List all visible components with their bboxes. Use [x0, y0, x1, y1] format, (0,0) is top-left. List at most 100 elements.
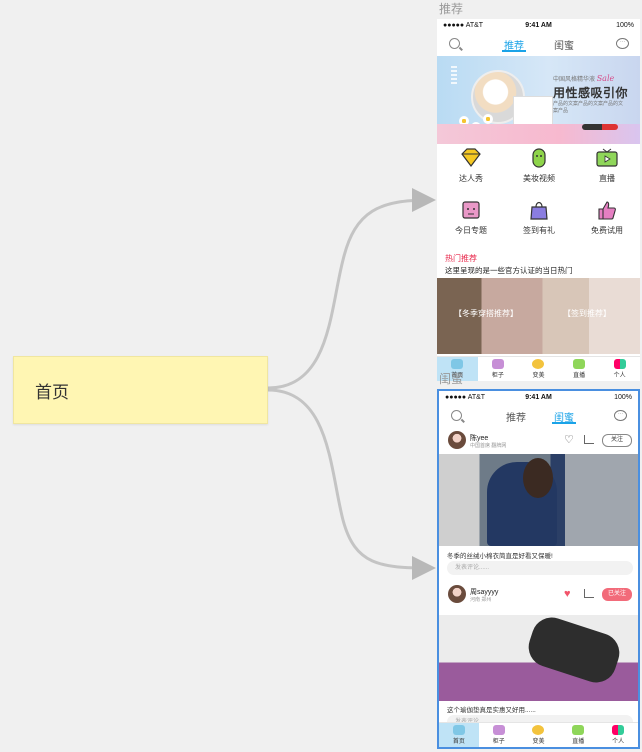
tab-recommend[interactable]: 推荐: [506, 413, 526, 424]
heart-filled-icon[interactable]: ♥: [564, 588, 571, 600]
live-icon: [572, 725, 585, 735]
tabbar-closet[interactable]: 柜子: [479, 723, 519, 747]
tabbar-closet[interactable]: 柜子: [478, 357, 519, 381]
followed-button[interactable]: 已关注: [602, 588, 632, 601]
comment-input[interactable]: 发表评论......: [447, 561, 633, 575]
hot-section-desc: 这里呈现的是一些官方认证的当日热门: [445, 266, 573, 275]
top-nav: 推荐 闺蜜 ···: [437, 33, 640, 55]
screen-friends[interactable]: ●●●●● AT&T 9:41 AM 100% 推荐 闺蜜 ··· 陈yee 中…: [437, 389, 640, 749]
yoga-pose-shape: [523, 615, 625, 688]
search-icon[interactable]: [451, 410, 462, 421]
frame-label-recommend: 推荐: [439, 2, 464, 16]
message-icon[interactable]: ···: [616, 38, 629, 49]
root-node-home[interactable]: 首页: [13, 356, 268, 424]
hot-image-strip[interactable]: 【冬季穿搭推荐】 【签到推荐】: [437, 278, 640, 354]
grid-item-checkin-gift[interactable]: 签到有礼: [505, 199, 573, 236]
grid-label: 签到有礼: [523, 226, 555, 235]
connector-to-friends: [267, 388, 436, 580]
battery-text: 100%: [616, 21, 634, 29]
share-icon[interactable]: [584, 589, 594, 598]
closet-icon: [492, 725, 505, 735]
grid-label: 免费试用: [591, 226, 623, 235]
grid-label: 美妆视频: [523, 174, 555, 183]
tabbar-beauty[interactable]: 变美: [518, 357, 559, 381]
cactus-icon: [526, 147, 552, 169]
post-caption: 冬季的丝绒小棉衣简直是好看又保暖!: [447, 553, 553, 560]
grid-label: 今日专题: [455, 226, 487, 235]
post-user-subtitle: 河南 郑州: [470, 597, 492, 603]
product-box-image: [513, 96, 553, 128]
shopping-bag-icon: [526, 199, 552, 221]
hot-section-title: 热门推荐: [445, 254, 477, 263]
post-username[interactable]: 周sayyyy: [470, 589, 499, 596]
avatar[interactable]: [448, 431, 466, 449]
tabbar-live[interactable]: 直播: [559, 357, 600, 381]
tab-friends[interactable]: 闺蜜: [552, 409, 576, 424]
live-icon: [573, 359, 586, 369]
banner-small-text: 中国风格精华液 Sale: [553, 74, 615, 83]
beauty-icon: [532, 359, 545, 369]
banner-headline: 用性感吸引你: [553, 86, 629, 100]
tabbar-beauty[interactable]: 变美: [519, 723, 559, 747]
grid-item-today-topic[interactable]: 今日专题: [437, 199, 505, 236]
promo-banner[interactable]: 中国风格精华液 Sale 用性感吸引你 产品的文案产品的文案产品的文案产品: [437, 56, 640, 144]
profile-icon: [612, 725, 625, 735]
bottom-tab-bar: 首页 柜子 变美 直播 个人: [437, 356, 640, 381]
avatar[interactable]: [448, 585, 466, 603]
tab-friends[interactable]: 闺蜜: [554, 41, 574, 52]
post-photo[interactable]: [439, 454, 638, 546]
banner-dots: [451, 66, 457, 84]
post-header: 陈yee 中国首席 翻牌网 ♡ 关注: [439, 429, 638, 453]
grid-item-talent-show[interactable]: 达人秀: [437, 147, 505, 184]
grid-label: 达人秀: [459, 174, 483, 183]
post-user-subtitle: 中国首席 翻牌网: [470, 443, 507, 449]
flower-icon: [483, 114, 493, 124]
search-icon[interactable]: [449, 38, 460, 49]
grid-label: 直播: [599, 174, 615, 183]
screen-recommend[interactable]: ●●●●● AT&T 9:41 AM 100% 推荐 闺蜜 ··· 中国风格精华…: [437, 19, 640, 381]
share-icon[interactable]: [584, 435, 594, 444]
heart-outline-icon[interactable]: ♡: [564, 434, 574, 446]
message-icon[interactable]: ···: [614, 410, 627, 421]
tabbar-profile[interactable]: 个人: [598, 723, 638, 747]
flower-icon: [459, 116, 469, 126]
hot-tag-checkin: 【签到推荐】: [563, 309, 611, 318]
tabbar-home[interactable]: 首页: [439, 723, 479, 747]
grid-item-beauty-video[interactable]: 美妆视频: [505, 147, 573, 184]
closet-icon: [491, 359, 504, 369]
bottom-tab-bar: 首页 柜子 变美 直播 个人: [439, 722, 638, 747]
post-header: 周sayyyy 河南 郑州 ♥ 已关注: [439, 583, 638, 607]
beauty-icon: [532, 725, 545, 735]
carrier-text: ●●●●● AT&T: [445, 393, 486, 401]
lipstick-image: [582, 124, 618, 130]
battery-text: 100%: [614, 393, 632, 401]
home-icon: [451, 359, 464, 369]
carrier-text: ●●●●● AT&T: [443, 21, 484, 29]
diamond-icon: [458, 147, 484, 169]
hot-tag-winter-outfit: 【冬季穿搭推荐】: [454, 309, 518, 318]
tabbar-live[interactable]: 直播: [558, 723, 598, 747]
hair-shape: [523, 458, 553, 498]
connector-to-recommend: [267, 188, 436, 390]
status-bar: ●●●●● AT&T 9:41 AM 100%: [439, 391, 638, 403]
tv-icon: [594, 147, 620, 169]
tabbar-home[interactable]: 首页: [437, 357, 478, 381]
grid-item-free-trial[interactable]: 免费试用: [573, 199, 640, 236]
post-photo[interactable]: [439, 615, 638, 701]
face-card-icon: [458, 199, 484, 221]
root-node-label: 首页: [35, 382, 69, 402]
tabbar-profile[interactable]: 个人: [599, 357, 640, 381]
grid-item-live[interactable]: 直播: [573, 147, 640, 184]
frame-label-friends: 闺蜜: [439, 372, 464, 386]
time-text: 9:41 AM: [525, 21, 552, 29]
time-text: 9:41 AM: [525, 393, 552, 401]
status-bar: ●●●●● AT&T 9:41 AM 100%: [437, 19, 640, 31]
top-nav: 推荐 闺蜜 ···: [439, 405, 638, 427]
post-caption: 这个瑜伽垫真是实惠又好用......: [447, 707, 536, 714]
follow-button[interactable]: 关注: [602, 434, 632, 447]
home-icon: [452, 725, 465, 735]
profile-icon: [613, 359, 626, 369]
post-username[interactable]: 陈yee: [470, 435, 489, 442]
tab-recommend[interactable]: 推荐: [502, 37, 526, 52]
